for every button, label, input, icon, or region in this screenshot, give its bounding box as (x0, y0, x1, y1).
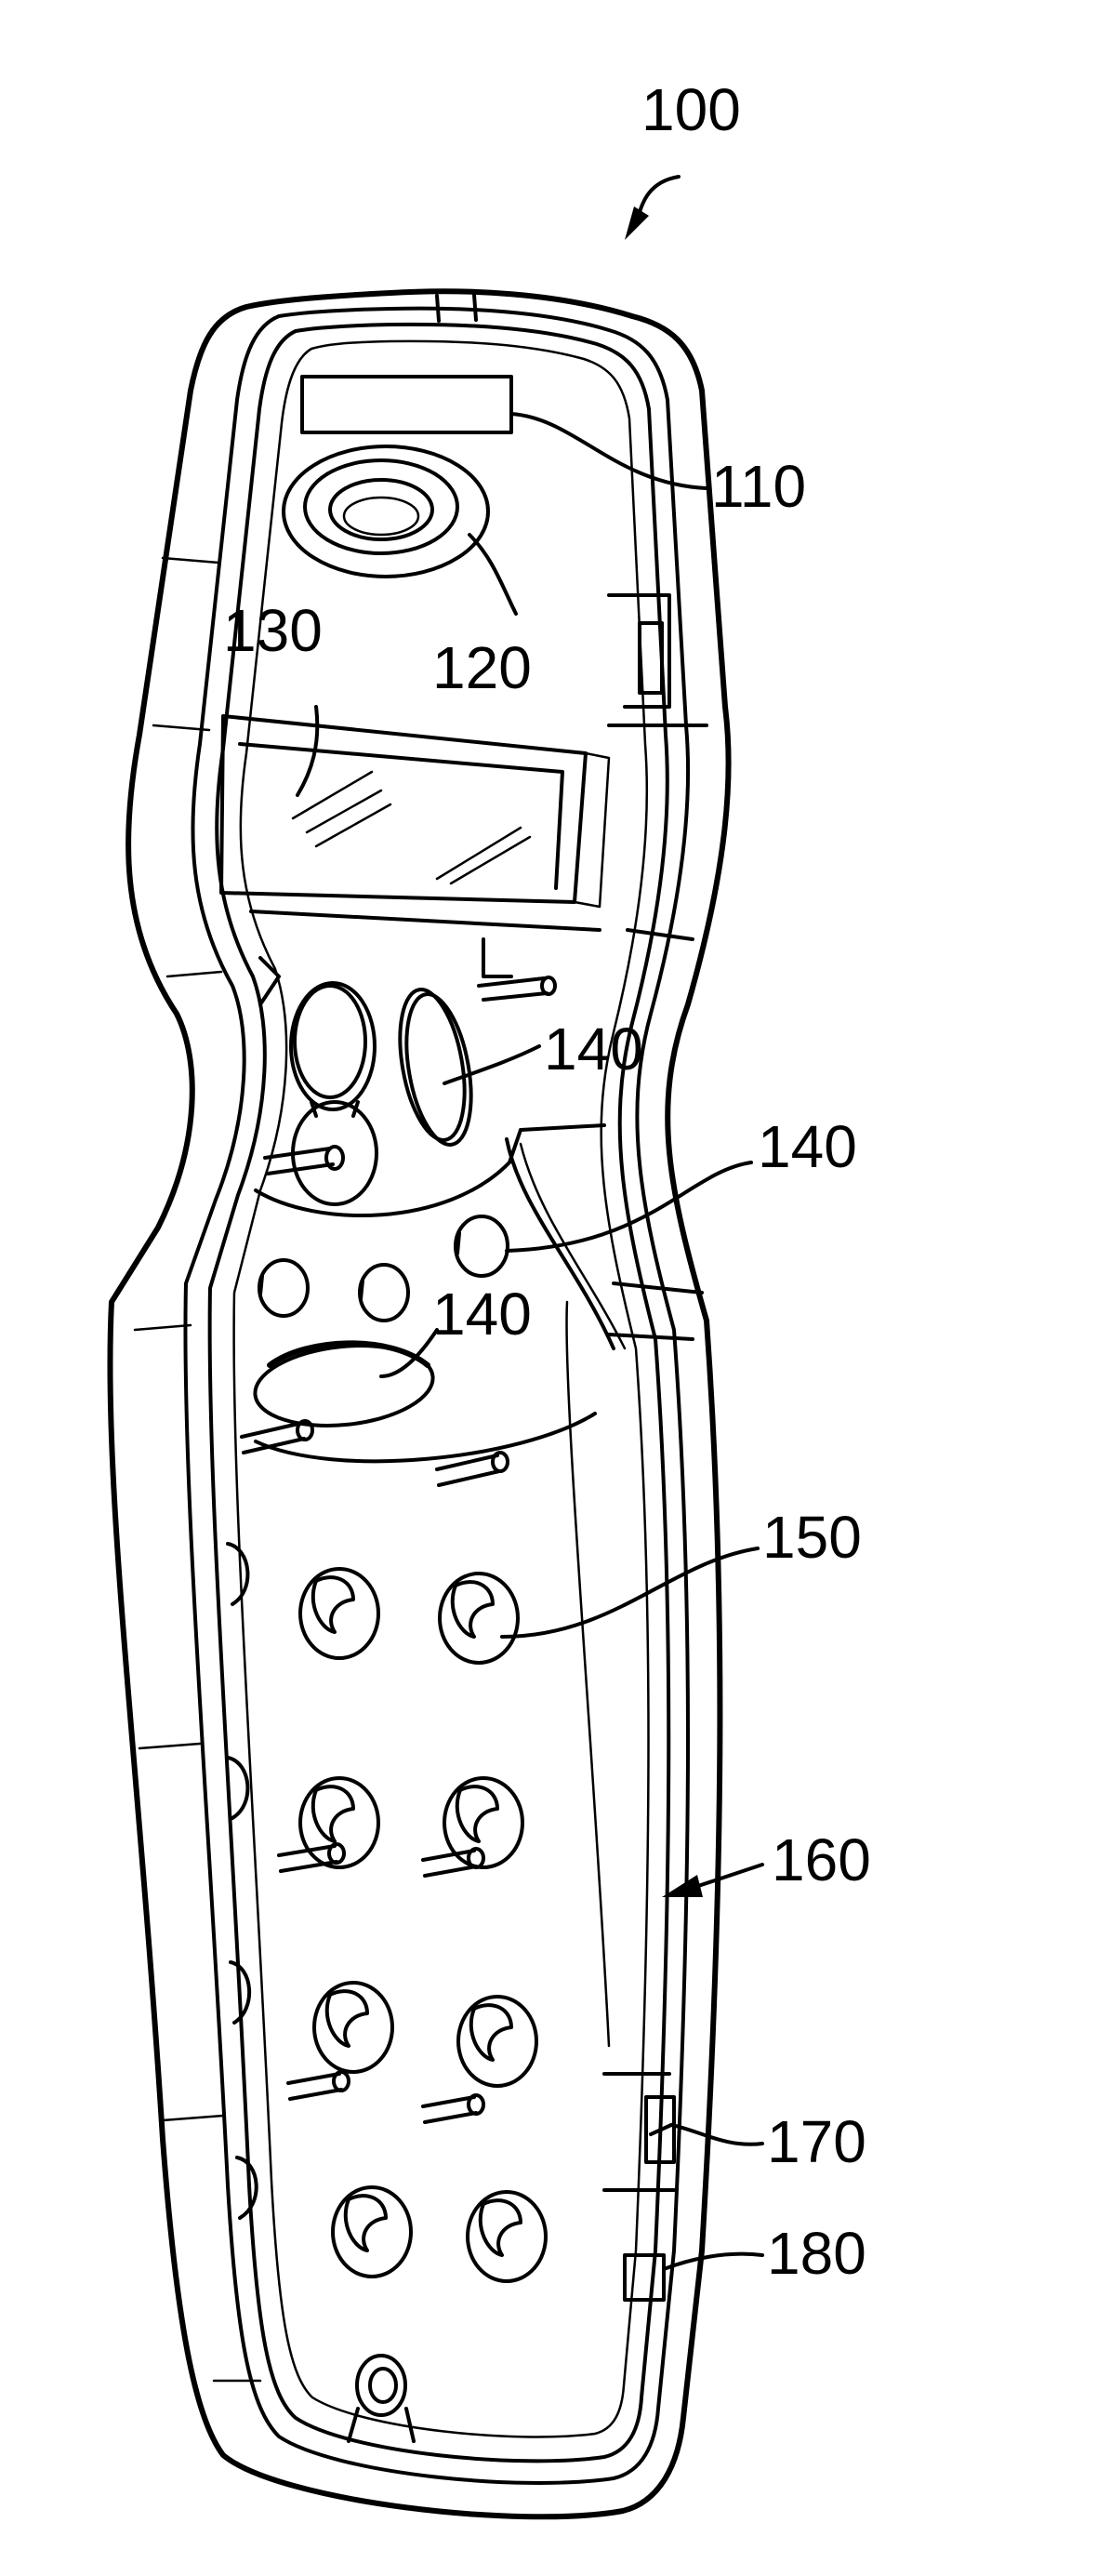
key-post (288, 1983, 392, 2099)
label-120: 120 (432, 634, 532, 701)
connector-180 (625, 2255, 664, 2300)
round-button-right (456, 1216, 508, 1276)
leader-lines (297, 177, 762, 2269)
label-140-middle: 140 (758, 1113, 857, 1180)
label-170: 170 (767, 2108, 866, 2175)
key-post (300, 1569, 378, 1658)
key-post (468, 2192, 546, 2281)
label-160: 160 (772, 1826, 871, 1893)
key-post (423, 1997, 536, 2122)
microphone-post (349, 2356, 414, 2441)
key-post (440, 1573, 518, 1663)
key-post (333, 2187, 411, 2277)
housing-outline (110, 291, 728, 2516)
label-140-upper: 140 (544, 1016, 643, 1082)
label-140-lower: 140 (432, 1281, 532, 1348)
label-150: 150 (762, 1504, 862, 1571)
display-130 (221, 716, 609, 907)
key-posts-150 (228, 1544, 546, 2441)
control-buttons (242, 911, 625, 1485)
round-button-middle (360, 1265, 408, 1321)
round-button-left (259, 1260, 308, 1316)
label-180: 180 (767, 2220, 866, 2287)
label-110: 110 (711, 453, 806, 520)
earpiece-120 (284, 446, 488, 577)
key-post (423, 1778, 522, 1876)
speaker-slot-110 (302, 377, 511, 432)
key-post (279, 1778, 378, 1871)
label-100: 100 (641, 76, 741, 143)
reference-numerals: 100 110 120 130 140 140 140 150 160 170 … (223, 76, 871, 2287)
label-130: 130 (223, 597, 323, 664)
